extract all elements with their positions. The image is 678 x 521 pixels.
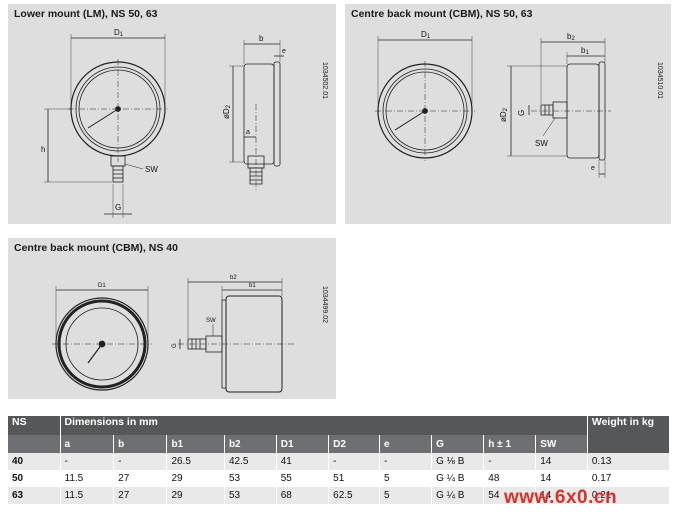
dim-d1: D1: [421, 30, 431, 40]
panel-title: Centre back mount (CBM), NS 50, 63: [351, 8, 533, 20]
cell-weight: 0.13: [587, 453, 671, 470]
subheader: G: [431, 435, 485, 453]
cell-b: 27: [113, 470, 168, 487]
panel-lower-mount: Lower mount (LM), NS 50, 63 1034502.01: [8, 4, 336, 224]
cell-b2: 53: [224, 487, 277, 504]
watermark: www.6x0.cn: [504, 487, 618, 508]
dim-g: G: [517, 110, 526, 116]
table-header-row: NS Dimensions in mm Weight in kg: [8, 416, 671, 453]
dim-e: e: [282, 48, 286, 55]
cell-d2: 62.5: [328, 487, 380, 504]
dim-b1: b1: [581, 46, 589, 56]
cell-d2: 51: [328, 470, 380, 487]
dim-d1: D1: [98, 283, 106, 289]
col-ns-header: NS: [8, 416, 61, 435]
dim-b2: b2: [567, 32, 575, 42]
cell-sw: 14: [535, 470, 588, 487]
table-subheader-row: a b b1 b2 D1 D2 e G h ± 1 SW: [8, 435, 670, 453]
cell-d1: 41: [276, 453, 330, 470]
cell-a: -: [60, 453, 115, 470]
cell-weight: 0.21: [587, 487, 671, 504]
cell-sw: 14: [535, 453, 588, 470]
lower-mount-drawing: D1 h G SW b e øD2 a: [41, 28, 286, 218]
gauge-pointer: [87, 108, 119, 129]
cell-e: 5: [379, 487, 433, 504]
cell-g: G ¼ B: [431, 470, 485, 487]
dim-sw: SW: [206, 318, 216, 324]
cbm-40-drawing: D1 b2 b1 SW G: [52, 275, 294, 393]
dim-g: G: [172, 343, 178, 348]
dim-b: b: [259, 34, 264, 43]
cell-d1: 55: [276, 470, 330, 487]
cell-a: 11.5: [60, 487, 115, 504]
subheader: b1: [166, 435, 225, 453]
cell-b2: 53: [224, 470, 277, 487]
dim-d2: øD2: [222, 104, 232, 119]
table-row: 50 11.5 27 29 53 55 51 5 G ¼ B 48 14 0.1…: [8, 470, 671, 487]
subheader: D1: [276, 435, 330, 453]
cell-d2: -: [328, 453, 380, 470]
dim-d2: øD2: [499, 107, 509, 122]
panel-title: Lower mount (LM), NS 50, 63: [14, 8, 158, 20]
dim-h: h: [41, 145, 45, 154]
cell-weight: 0.17: [587, 470, 671, 487]
dimensions-table: NS Dimensions in mm Weight in kg a b b1 …: [8, 416, 671, 504]
cell-b1: 26.5: [166, 453, 225, 470]
gauge-pointer: [394, 110, 426, 131]
subheader: b: [113, 435, 168, 453]
cell-ns: 40: [8, 453, 61, 470]
cell-b: 27: [113, 487, 168, 504]
panel-title: Centre back mount (CBM), NS 40: [14, 242, 178, 254]
dim-a: a: [246, 129, 250, 136]
subheader: b2: [224, 435, 277, 453]
table-row: 40 - - 26.5 42.5 41 - - G ⅛ B - 14 0.13: [8, 453, 671, 470]
panel-cbm-40: Centre back mount (CBM), NS 40 1034499.0…: [8, 238, 336, 399]
cell-b: -: [113, 453, 168, 470]
cell-h: 54: [483, 487, 537, 504]
subheader: e: [379, 435, 433, 453]
weight-header: Weight in kg: [587, 416, 671, 453]
cell-a: 11.5: [60, 470, 115, 487]
subheader: a: [60, 435, 115, 453]
subheader: h ± 1: [483, 435, 537, 453]
table-row: 63 11.5 27 29 53 68 62.5 5 G ¼ B 54 14 0…: [8, 487, 671, 504]
cell-e: -: [379, 453, 433, 470]
dim-b2: b2: [230, 275, 237, 281]
cell-b1: 29: [166, 487, 225, 504]
cell-h: -: [483, 453, 537, 470]
cell-g: G ¼ B: [431, 487, 485, 504]
subheader: D2: [328, 435, 380, 453]
group-header: Dimensions in mm: [60, 416, 588, 435]
dim-e: e: [591, 165, 595, 172]
cell-g: G ⅛ B: [431, 453, 485, 470]
cell-h: 48: [483, 470, 537, 487]
dim-sw: SW: [535, 139, 548, 148]
panel-cbm-50-63: Centre back mount (CBM), NS 50, 63 10345…: [345, 4, 671, 224]
cell-b2: 42.5: [224, 453, 277, 470]
dim-sw: SW: [145, 165, 158, 174]
dim-b1: b1: [249, 283, 256, 289]
cell-ns: 50: [8, 470, 61, 487]
cell-b1: 29: [166, 470, 225, 487]
gauge-pointer: [87, 343, 103, 364]
dim-g: G: [115, 203, 121, 212]
cell-e: 5: [379, 470, 433, 487]
cell-d1: 68: [276, 487, 330, 504]
subheader: SW: [535, 435, 588, 453]
dim-d1: D1: [114, 28, 124, 38]
cell-ns: 63: [8, 487, 61, 504]
cbm-50-63-drawing: D1 b2 b1 øD2 G SW e: [375, 30, 611, 178]
cell-sw: 14: [535, 487, 588, 504]
